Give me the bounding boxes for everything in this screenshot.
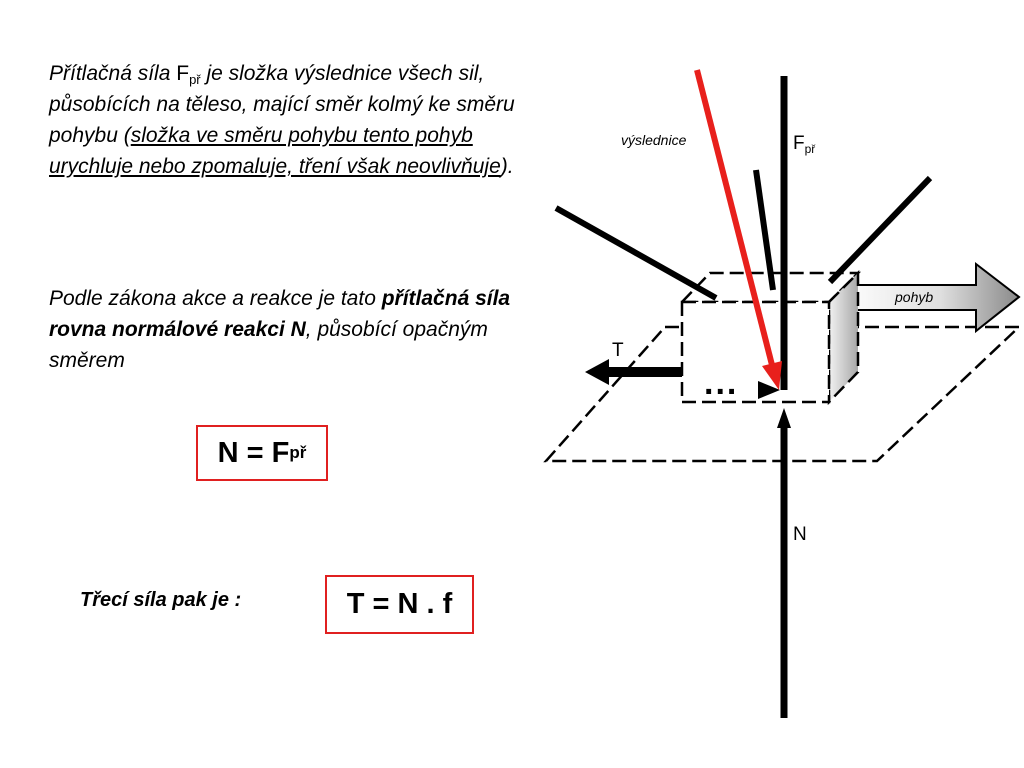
motion-arrow <box>841 261 1021 334</box>
para2-text-end: , působící opačným směrem <box>49 318 488 372</box>
paragraph-action-reaction: Podle zákona akce a reakce je tato přítl… <box>49 283 519 376</box>
para2-bold: přítlačná síla rovna normálové reakci N <box>49 287 511 341</box>
force-line-right <box>827 175 933 285</box>
block-front <box>680 300 831 404</box>
resultant-arrowhead <box>762 361 782 390</box>
equation-friction: T = N . f <box>325 575 474 634</box>
pressing-force-letter: F <box>793 133 805 154</box>
motion-label: pohyb <box>894 289 933 305</box>
para1-text-middle: je složka výslednice všech sil, působící… <box>49 62 515 147</box>
para2-text-start: Podle zákona akce a reakce je tato <box>49 287 382 310</box>
resultant-arrow-line <box>694 69 775 366</box>
support-plane <box>543 325 1023 463</box>
force-symbol: Fpř <box>176 62 201 87</box>
para1-text-start: Přítlačná síla <box>49 62 177 85</box>
para1-text-end: ). <box>500 155 514 178</box>
normal-reaction-label: N <box>793 524 807 545</box>
friction-symbol: T <box>612 340 624 361</box>
ellipsis: ... <box>704 364 738 402</box>
pressing-force-sub: př <box>805 142 817 156</box>
force-line-left <box>554 205 718 301</box>
para1-underlined: složka ve směru pohybu tento pohyb urych… <box>49 124 501 178</box>
equation1-lhs: N = F <box>217 436 290 469</box>
friction-arrowhead <box>585 359 609 385</box>
force-symbol-letter: F <box>176 62 190 85</box>
normal-reaction-arrowhead <box>777 408 791 428</box>
force-line-left-center <box>753 169 776 291</box>
friction-force-label: Třecí síla pak je : <box>80 589 242 611</box>
paragraph-pressing-force: Přítlačná síla Fpř je složka výslednice … <box>49 58 519 182</box>
block-side <box>827 269 860 406</box>
pressing-force-label: Fpř <box>793 133 816 156</box>
resultant-label: výslednice <box>621 132 687 148</box>
base-small-arrow <box>758 381 780 399</box>
force-symbol-sub: př <box>189 72 201 87</box>
